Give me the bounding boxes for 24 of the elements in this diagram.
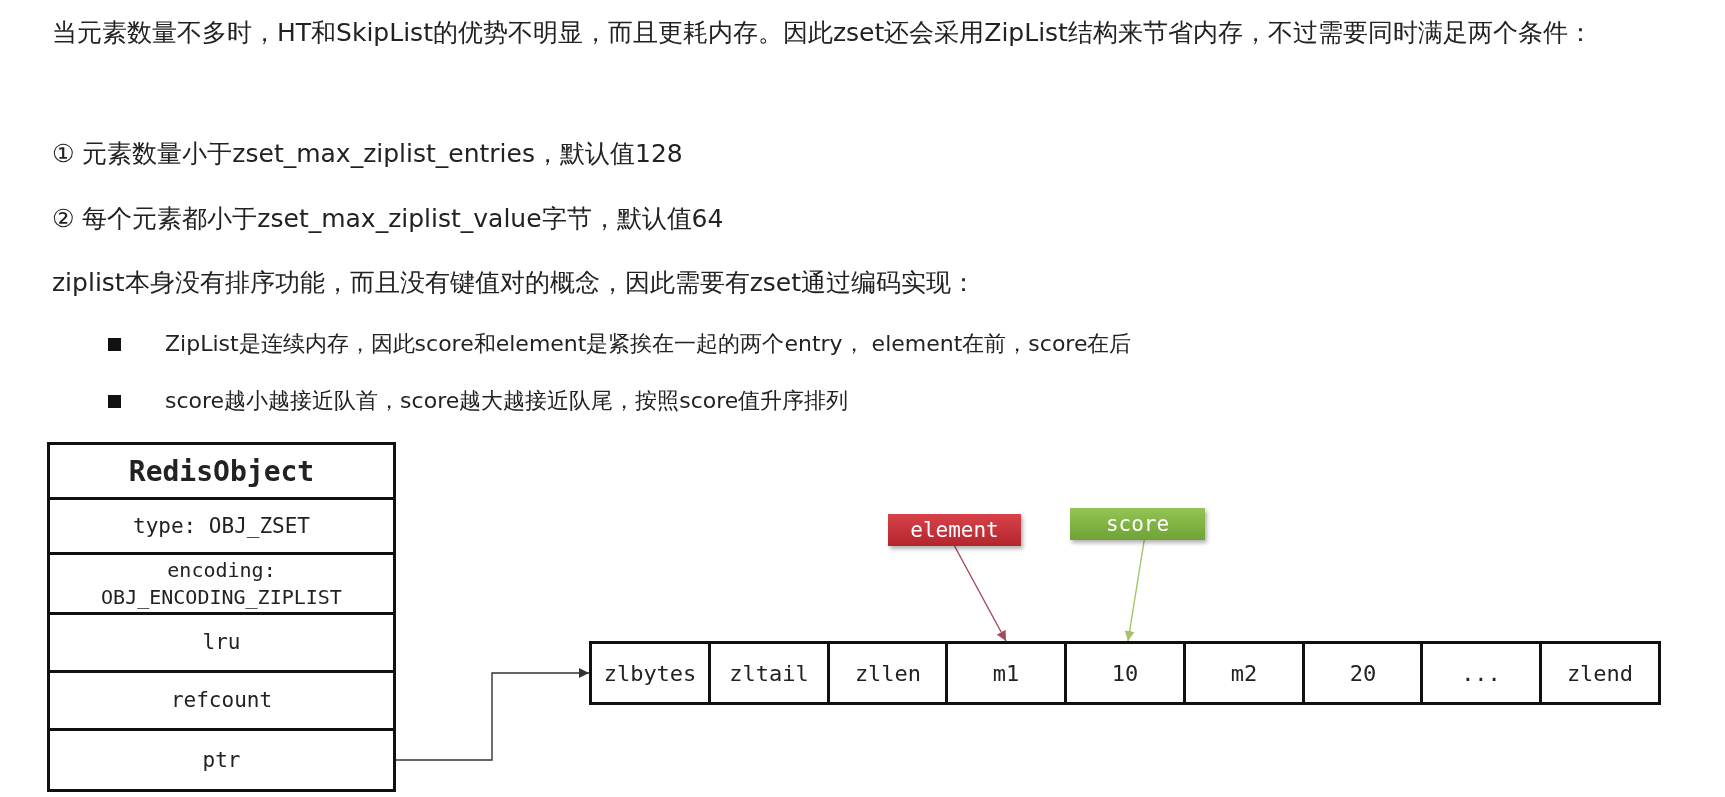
ziplist-cell: m1 bbox=[945, 641, 1067, 705]
ziplist-cell: zltail bbox=[708, 641, 830, 705]
callout-tag: element bbox=[888, 514, 1021, 546]
ziplist-cell: zlbytes bbox=[589, 641, 711, 705]
paragraph: 当元素数量不多时，HT和SkipList的优势不明显，而且更耗内存。因此zset还会采用ZipList结构来节省内存，不过需要同时满足两个条件： bbox=[52, 17, 1594, 49]
ziplist-cell: ... bbox=[1420, 641, 1542, 705]
arrow bbox=[1124, 539, 1145, 642]
ziplist-cell: zlend bbox=[1539, 641, 1661, 705]
paragraph: ziplist本身没有排序功能，而且没有键值对的概念，因此需要有zset通过编码实现： bbox=[52, 267, 977, 299]
table-row: lru bbox=[47, 612, 396, 673]
table-header: RedisObject bbox=[47, 442, 396, 500]
ziplist-cell: 10 bbox=[1064, 641, 1186, 705]
ziplist-cell: m2 bbox=[1183, 641, 1305, 705]
callout-tag: score bbox=[1070, 508, 1205, 540]
table-row: ptr bbox=[47, 728, 396, 792]
arrow bbox=[953, 545, 1007, 642]
table-row: type: OBJ_ZSET bbox=[47, 497, 396, 555]
table-row: encoding: OBJ_ENCODING_ZIPLIST bbox=[47, 552, 396, 615]
list-item: ① 元素数量小于zset_max_ziplist_entries，默认值128 bbox=[52, 138, 684, 170]
list-item: ② 每个元素都小于zset_max_ziplist_value字节，默认值64 bbox=[52, 203, 725, 235]
arrow bbox=[395, 668, 590, 761]
bullet-item: ZipList是连续内存，因此score和element是紧挨在一起的两个entry， element在前，score在后 bbox=[165, 330, 1133, 358]
table-row: refcount bbox=[47, 670, 396, 731]
bullet-item: score越小越接近队首，score越大越接近队尾，按照score值升序排列 bbox=[165, 387, 850, 415]
